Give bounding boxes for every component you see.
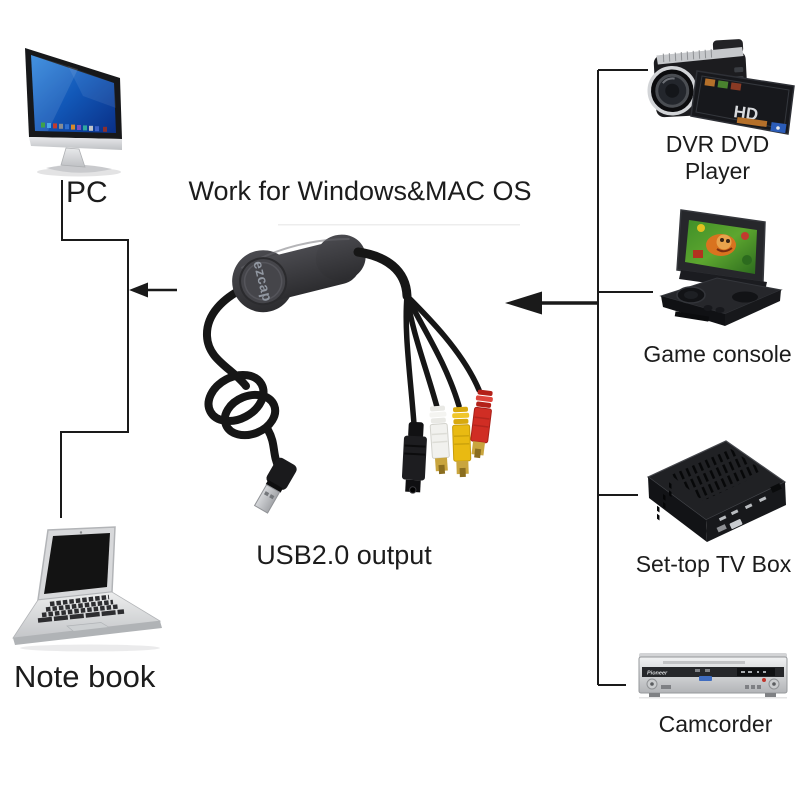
usb-output-label: USB2.0 output xyxy=(256,540,432,570)
recorder-foot-right xyxy=(765,693,776,697)
console-buttons xyxy=(732,291,758,303)
arrow-to-device-icon xyxy=(505,291,597,315)
laptop-camera xyxy=(79,531,83,534)
laptop-screen xyxy=(44,533,110,594)
imac-chin xyxy=(29,137,122,150)
camcorder-flip-screen: HD xyxy=(690,70,795,135)
settop-tv-box-label: Set-top TV Box xyxy=(635,551,792,577)
av-cables xyxy=(353,247,482,427)
imac-stand xyxy=(60,147,86,168)
laptop-shadow xyxy=(20,644,160,652)
pc-illustration xyxy=(25,48,122,177)
imac-base xyxy=(46,164,112,173)
usb-connector xyxy=(253,457,297,514)
recorder-foot-left xyxy=(649,693,660,697)
stb-left-face xyxy=(648,477,707,542)
arrow-to-pc-icon xyxy=(129,282,177,298)
imac-dock xyxy=(41,122,107,132)
usb-cable xyxy=(203,284,283,472)
dvr-dvd-player-illustration: HD xyxy=(647,39,795,135)
game-console-illustration xyxy=(659,209,783,326)
laptop-front-edge xyxy=(13,621,162,645)
stb-front-details xyxy=(716,483,782,533)
recorder-tray xyxy=(663,661,745,664)
recorder-brand-text: Pioneer xyxy=(647,671,668,677)
dvr-dvd-player-label: DVR DVD Player xyxy=(665,131,770,184)
console-lid xyxy=(676,209,766,283)
imac-screen xyxy=(31,55,116,133)
rca-white-connector xyxy=(429,405,450,475)
settop-box-illustration xyxy=(646,440,787,542)
capture-device-photo: ezcap xyxy=(203,224,520,514)
rca-yellow-connector xyxy=(452,406,472,478)
device-body: ezcap xyxy=(232,234,366,313)
laptop-keyboard xyxy=(37,594,125,623)
notebook-illustration xyxy=(12,526,162,652)
stb-vents xyxy=(671,449,765,501)
recorder-blue-button xyxy=(699,676,712,681)
game-console-label: Game console xyxy=(643,341,792,367)
pc-label: PC xyxy=(66,176,108,209)
recorder-display xyxy=(737,668,775,676)
camcorder-label: Camcorder xyxy=(658,711,773,737)
page-title: Work for Windows&MAC OS xyxy=(188,176,532,206)
recorder-record-light xyxy=(762,678,766,682)
notebook-label: Note book xyxy=(14,659,156,694)
svideo-connector xyxy=(401,421,427,494)
recorder-strip xyxy=(642,667,784,677)
right-bracket-line xyxy=(597,69,653,686)
device-button xyxy=(239,257,288,306)
dvd-recorder-illustration: Pioneer xyxy=(638,653,788,699)
console-base xyxy=(659,277,783,326)
left-bracket-line xyxy=(60,180,129,518)
stb-side-holes xyxy=(657,482,672,521)
rca-red-connector xyxy=(470,389,493,459)
